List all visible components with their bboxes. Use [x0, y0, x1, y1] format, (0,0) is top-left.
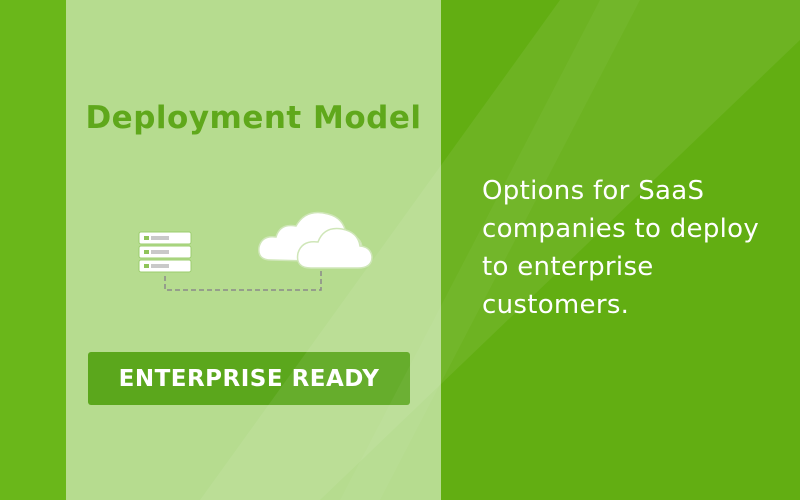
description-line: to enterprise [482, 252, 654, 282]
deployment-panel: Deployment Model ENTERPRISE READY [66, 0, 441, 500]
dashed-connector [164, 270, 322, 291]
description-line: Options for SaaS [482, 176, 705, 206]
server-rack-icon [138, 231, 192, 273]
cloud-icon [258, 211, 373, 269]
panel-title: Deployment Model [85, 100, 422, 136]
description-text: Options for SaaS companies to deploy to … [482, 172, 782, 324]
description-line: customers. [482, 290, 630, 320]
enterprise-ready-button[interactable]: ENTERPRISE READY [88, 352, 410, 405]
deployment-illustration [138, 211, 373, 291]
description-line: companies to deploy [482, 214, 760, 244]
left-stripe [0, 0, 66, 500]
